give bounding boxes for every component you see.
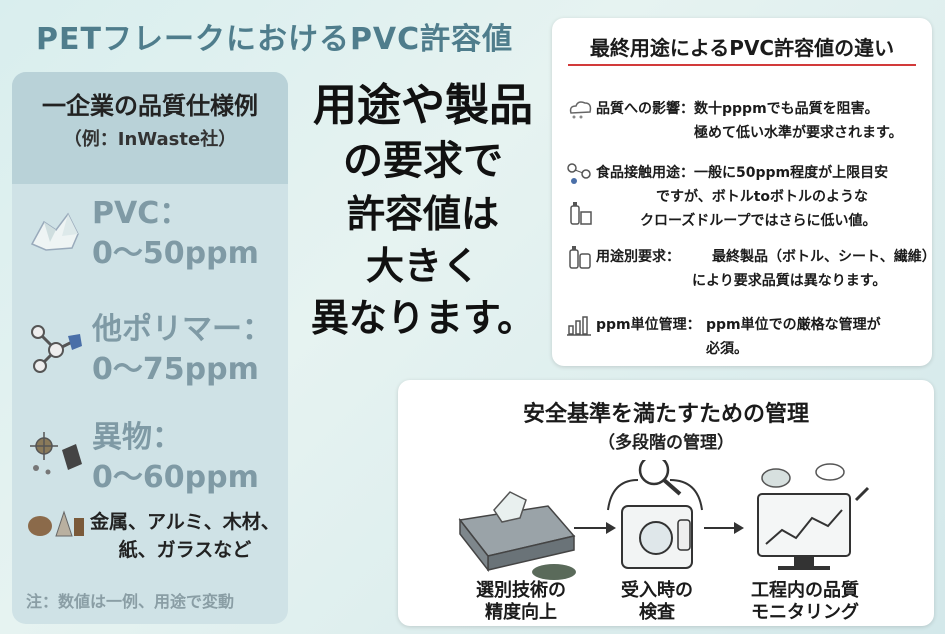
end-use-item-food-line2: ですが、ボトルtoボトルのような (656, 189, 869, 205)
end-use-item-ppm-line1: ppm単位での厳格な管理が (706, 317, 881, 333)
end-use-item-food-label: 食品接触用途： (596, 165, 694, 181)
end-use-item-application-line2: により要求品質は異なります。 (692, 273, 887, 289)
foreign-examples-line1: 金属、アルミ、木材、 (90, 511, 280, 533)
cloud-flakes-icon (569, 101, 592, 119)
spec-other-polymer-name: 他ポリマー： (92, 312, 272, 347)
end-use-item-food-line1: 一般に50ppm程度が上限目安 (694, 165, 889, 181)
end-use-item-application-line1: 最終製品（ボトル、シート、繊維） (712, 249, 936, 265)
foreign-matter-icon (30, 432, 82, 475)
end-use-item-quality-label: 品質への影響： (596, 101, 694, 117)
center-line2: の要求で (343, 138, 503, 184)
center-line1: 用途や製品 (313, 80, 533, 131)
spec-pvc-name: PVC： (92, 196, 190, 231)
molecule-icon (567, 163, 591, 184)
bottles-icon (569, 246, 591, 269)
spec-other-polymer-range: 0〜75ppm (92, 352, 259, 387)
polymer-molecule-icon (31, 325, 82, 373)
end-use-item-food-line3: クローズドループではさらに低い値。 (640, 213, 877, 229)
step-sorting: 選別技術の 精度向上 (436, 580, 606, 624)
step-inspection-line2: 検査 (639, 602, 675, 623)
quality-spec-header: 一企業の品質仕様例 （例：InWaste社） (12, 72, 288, 184)
end-use-item-application-label: 用途別要求： (596, 249, 680, 265)
title-divider (568, 64, 916, 66)
metal-wood-glass-icon (28, 510, 84, 537)
step-sorting-line2: 精度向上 (485, 602, 557, 623)
monitoring-icon (757, 463, 870, 570)
quality-spec-panel: 一企業の品質仕様例 （例：InWaste社） PVC： 0〜50ppm 他ポリマ… (12, 72, 288, 624)
management-title: 安全基準を満たすための管理 (522, 402, 809, 427)
inspection-icon (607, 460, 703, 569)
center-message: 用途や製品 の要求で 許容値は 大きく 異なります。 (298, 72, 548, 344)
sorting-machine-icon (458, 491, 576, 580)
pvc-flakes-icon (30, 212, 79, 251)
end-use-item-quality-line1: 数十pppmでも品質を阻害。 (694, 101, 879, 117)
foreign-examples-line2: 紙、ガラスなど (118, 539, 252, 561)
step-inspection-line1: 受入時の (621, 580, 693, 601)
end-use-title: 最終用途によるPVC許容値の違い (589, 36, 895, 60)
page-title: PETフレークにおけるPVC許容値 (36, 22, 514, 57)
management-subtitle: （多段階の管理） (598, 433, 734, 453)
center-line5: 異なります。 (310, 296, 536, 340)
foreign-matter-examples: 金属、アルミ、木材、 紙、ガラスなど (90, 508, 280, 564)
step-monitoring: 工程内の品質 モニタリング (720, 580, 890, 624)
quality-spec-subheading: （例：InWaste社） (63, 129, 237, 150)
end-use-item-ppm-label: ppm単位管理： (596, 317, 701, 333)
end-use-item-ppm-line2: 必須。 (706, 341, 748, 357)
management-box: 安全基準を満たすための管理 （多段階の管理） (398, 380, 934, 626)
step-inspection: 受入時の 検査 (572, 580, 742, 624)
center-line4: 大きく (365, 244, 480, 288)
spec-foreign-matter-name: 異物： (92, 420, 182, 455)
step-monitoring-line2: モニタリング (751, 602, 859, 623)
spec-foreign-matter-range: 0〜60ppm (92, 460, 259, 495)
step-sorting-line1: 選別技術の (476, 580, 566, 601)
center-line3: 許容値は (346, 192, 499, 236)
step-monitoring-line1: 工程内の品質 (751, 580, 859, 601)
end-use-box: 最終用途によるPVC許容値の違い 品質への影響： 数十pppmでも品質を阻害。 … (552, 18, 936, 366)
quality-spec-heading: 一企業の品質仕様例 (42, 92, 258, 120)
end-use-item-quality-line2: 極めて低い水準が要求されます。 (694, 125, 903, 141)
footnote: 注：数値は一例、用途で変動 (26, 592, 235, 611)
bottle-icon (570, 202, 592, 225)
process-flow-illustration (458, 460, 870, 580)
bar-chart-icon (567, 316, 591, 336)
spec-pvc-range: 0〜50ppm (92, 236, 259, 271)
